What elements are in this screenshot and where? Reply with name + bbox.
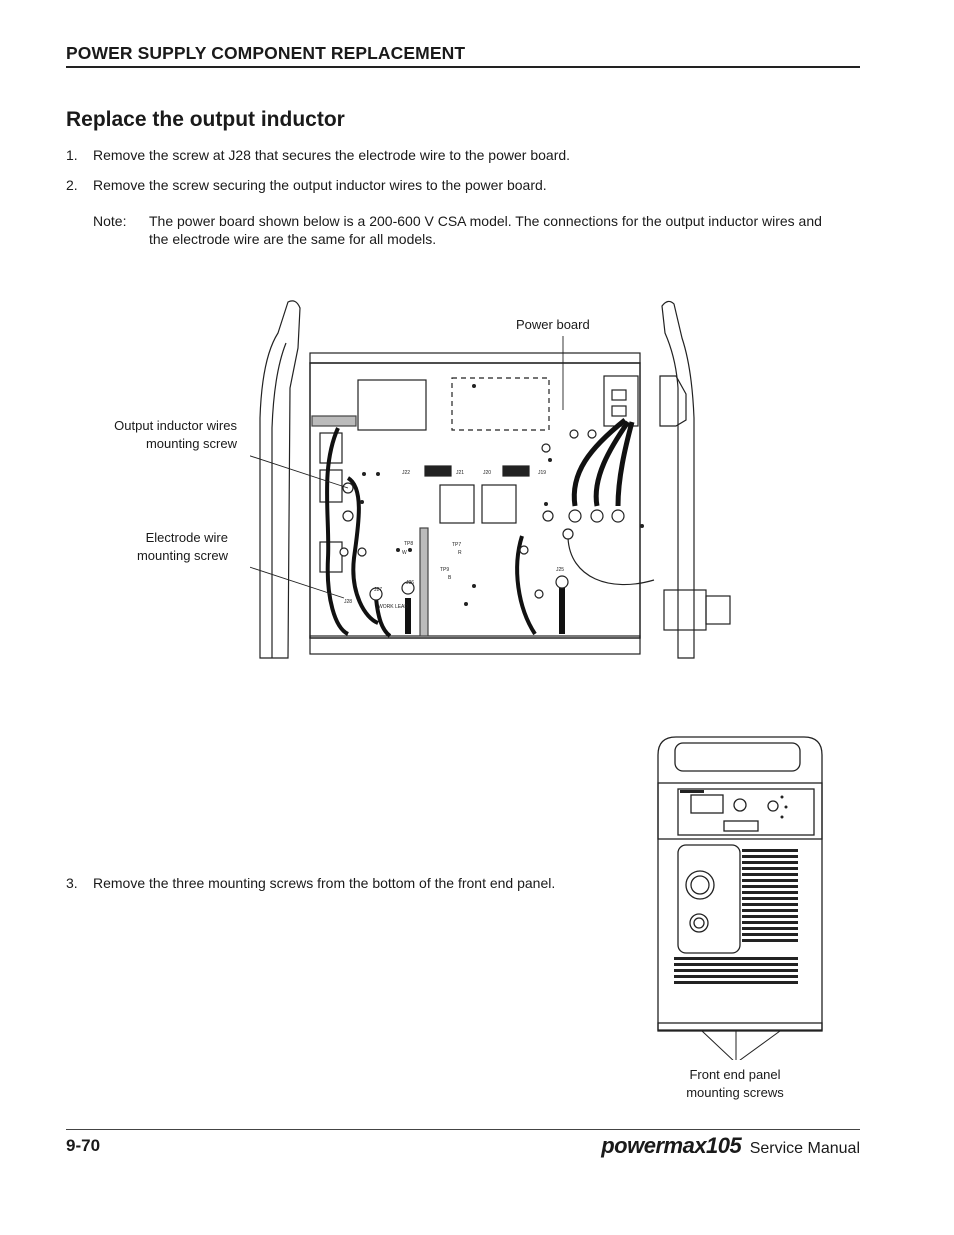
footer-divider [66,1129,860,1130]
step-number: 3. [66,875,78,891]
label-b: B [448,575,452,581]
label-j19: J19 [538,470,546,476]
step-text: Remove the screw at J28 that secures the… [93,147,571,163]
step-text: Remove the screw securing the output ind… [93,177,547,193]
page-title: Replace the output inductor [66,108,345,131]
callout-power-board: Power board [516,316,590,334]
callout-line: mounting screw [136,547,228,563]
label-tp7: TP7 [452,542,461,548]
note-text: The power board shown below is a 200-600… [149,213,822,247]
front-panel-diagram [657,736,823,1060]
note-label: Note: [93,213,127,229]
label-tp8: TP8 [404,541,413,547]
callout-electrode-screw: Electrode wire mounting screw [120,529,228,564]
callout-line: Front end panel [689,1067,781,1082]
label-j20: J20 [483,470,491,476]
section-header: POWER SUPPLY COMPONENT REPLACEMENT [66,43,860,68]
step-number: 2. [66,177,78,193]
callout-text: Power board [516,317,590,332]
label-j21: J21 [456,470,464,476]
step-text: Remove the three mounting screws from th… [93,875,556,891]
callout-line: mounting screw [145,435,237,451]
label-tp9: TP9 [440,567,449,573]
label-j22: J22 [402,470,410,476]
step-number: 1. [66,147,78,163]
label-j25: J25 [556,567,564,573]
callout-output-inductor-screw: Output inductor wires mounting screw [96,417,237,452]
section-title: POWER SUPPLY COMPONENT REPLACEMENT [66,43,466,63]
callout-line: Electrode wire [145,530,228,545]
callout-line: mounting screws [686,1084,784,1100]
label-j27: J27 [374,587,382,593]
brand-logo: powermax105 [601,1133,742,1158]
label-work-lead: WORK LEAD [378,604,408,610]
page-number: 9-70 [66,1136,101,1155]
manual-title: Service Manual [749,1140,860,1157]
footer-brand: powermax105 Service Manual [601,1133,860,1159]
power-board-diagram: J22 J21 J20 J19 TP8 W TP7 R TP9 B J27 J2… [250,300,731,659]
label-j26: J26 [406,580,414,586]
callout-line: Output inductor wires [114,418,237,433]
label-w: W [402,550,407,556]
label-j28: J28 [344,599,352,605]
callout-front-panel-screws: Front end panel mounting screws [670,1066,800,1101]
label-r: R [458,550,462,556]
